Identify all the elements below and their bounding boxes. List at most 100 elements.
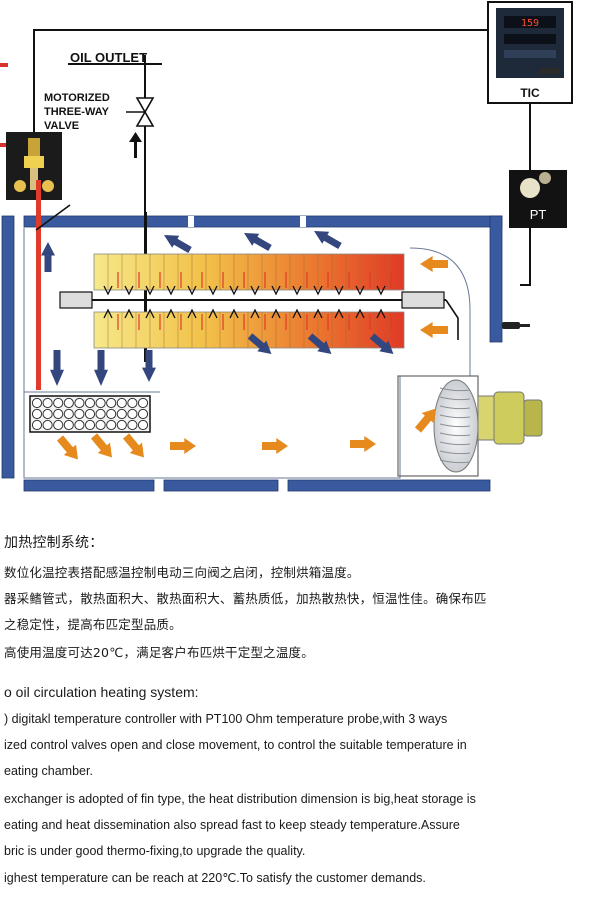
en-line-6: bric is under good thermo-fixing,to upgr… <box>4 844 306 858</box>
flow-arrow-icon <box>420 256 448 272</box>
filter-cell <box>127 419 138 431</box>
fin-arrow-icon <box>124 285 134 296</box>
pt-sensor <box>509 170 567 228</box>
fin-arrow-icon <box>313 285 323 296</box>
fan-blade <box>439 387 471 392</box>
fin-arrow-icon <box>166 285 176 296</box>
zh-line-2: 器采鳍管式，散热面积大、散热面积大、蓄热质低，加热散热快，恒温性佳。确保布匹 <box>4 591 487 606</box>
filter-cell <box>127 397 138 409</box>
fin-arrow-icon <box>145 308 155 319</box>
filter-cell <box>137 419 149 431</box>
flange-right <box>401 291 445 309</box>
filter-cell <box>106 408 117 420</box>
fan-blade <box>439 450 471 455</box>
fin-flow-arrows <box>103 272 392 330</box>
fan-blade <box>439 423 471 428</box>
en-heading: o oil circulation heating system: <box>4 684 199 700</box>
flow-arrow-icon <box>164 235 192 254</box>
flow-arrow-icon <box>56 435 78 460</box>
fin-arrow-icon <box>250 285 260 296</box>
filter-cell <box>116 408 127 420</box>
filter-cell <box>137 408 149 420</box>
valve-label-line-2: THREE-WAY <box>44 106 110 118</box>
fin-arrow-icon <box>103 285 113 296</box>
fin-arrow-icon <box>250 308 260 319</box>
fan-blades <box>439 387 471 464</box>
zh-line-1: 数位化温控表搭配感温控制电动三向阀之启闭，控制烘箱温度。 <box>4 565 360 580</box>
probe-icon <box>502 322 530 329</box>
fin-arrow-icon <box>124 308 134 319</box>
level-marks <box>0 63 8 147</box>
filter-cell <box>63 408 74 420</box>
fin-arrow-icon <box>229 308 239 319</box>
filter-cell <box>95 397 106 409</box>
filter-cell <box>42 419 53 431</box>
filter-cell <box>95 408 106 420</box>
en-line-1: ) digitakl temperature controller with P… <box>4 712 448 726</box>
filter-cell <box>116 397 127 409</box>
en-line-3: eating chamber. <box>4 764 93 778</box>
filter-cell <box>116 419 127 431</box>
filter-cells <box>31 397 149 431</box>
flow-arrow-icon <box>50 350 64 386</box>
filter-cell <box>53 397 64 409</box>
flow-arrow-icon <box>307 333 332 354</box>
chamber-walls <box>1 215 503 492</box>
fin-arrow-icon <box>208 308 218 319</box>
zh-line-3: 之稳定性，提高布匹定型品质。 <box>4 617 182 632</box>
fin-arrow-icon <box>292 308 302 319</box>
fin-arrow-icon <box>187 285 197 296</box>
fin-arrow-icon <box>355 308 365 319</box>
en-line-5: eating and heat dissemination also sprea… <box>4 818 460 832</box>
control-wiring <box>33 29 531 286</box>
tic-display-value: 159 <box>521 18 539 29</box>
fin-arrow-icon <box>166 308 176 319</box>
fin-arrow-icon <box>334 285 344 296</box>
flow-arrows <box>41 231 448 460</box>
tic-label: TIC <box>520 86 540 100</box>
pt-label: PT <box>530 207 547 222</box>
fin-arrow-icon <box>208 285 218 296</box>
fin-arrow-icon <box>229 285 239 296</box>
fin-arrow-icon <box>334 308 344 319</box>
flow-arrow-icon <box>170 438 196 454</box>
filter-cell <box>74 408 85 420</box>
flow-arrow-icon <box>94 350 108 386</box>
fin-arrow-icon <box>271 308 281 319</box>
filter-cell <box>74 397 85 409</box>
tic-controller: 159 <box>487 1 573 104</box>
three-way-valve-icon <box>126 97 155 127</box>
filter-cell <box>127 408 138 420</box>
flow-arrow-icon <box>369 333 394 354</box>
filter-cell <box>84 419 96 431</box>
filter-cell <box>31 408 43 420</box>
valve-flow-arrow-icon <box>129 132 142 158</box>
filter-cell <box>63 397 74 409</box>
fan-blade <box>439 441 471 446</box>
probe-lines <box>35 204 459 340</box>
hot-oil-pipe <box>36 180 41 390</box>
flow-arrow-icon <box>414 408 436 433</box>
filter-cell <box>106 397 117 409</box>
filter-cell <box>74 419 85 431</box>
oil-outlet-label: OIL OUTLET <box>70 50 147 65</box>
heat-exchanger-lower <box>93 311 405 349</box>
fin-arrow-icon <box>376 285 386 296</box>
flow-arrow-icon <box>350 436 376 452</box>
fin-arrow-icon <box>103 308 113 319</box>
oil-heating-diagram: OIL OUTLET MOTORIZED THREE-WAY VALVE 159… <box>0 1 573 492</box>
filter-cell <box>31 419 43 431</box>
fin-arrow-icon <box>271 285 281 296</box>
fin-arrow-icon <box>187 308 197 319</box>
flow-arrow-icon <box>262 438 288 454</box>
filter-cell <box>53 419 64 431</box>
flow-arrow-icon <box>420 322 448 338</box>
valve-label-line-3: VALVE <box>44 120 79 132</box>
filter-cell <box>42 397 53 409</box>
flow-arrow-icon <box>314 231 342 250</box>
filter-cell <box>84 397 96 409</box>
fan-blade <box>439 396 471 401</box>
fin-arrow-icon <box>145 285 155 296</box>
flow-arrow-icon <box>41 242 55 272</box>
flow-arrow-icon <box>247 333 272 354</box>
